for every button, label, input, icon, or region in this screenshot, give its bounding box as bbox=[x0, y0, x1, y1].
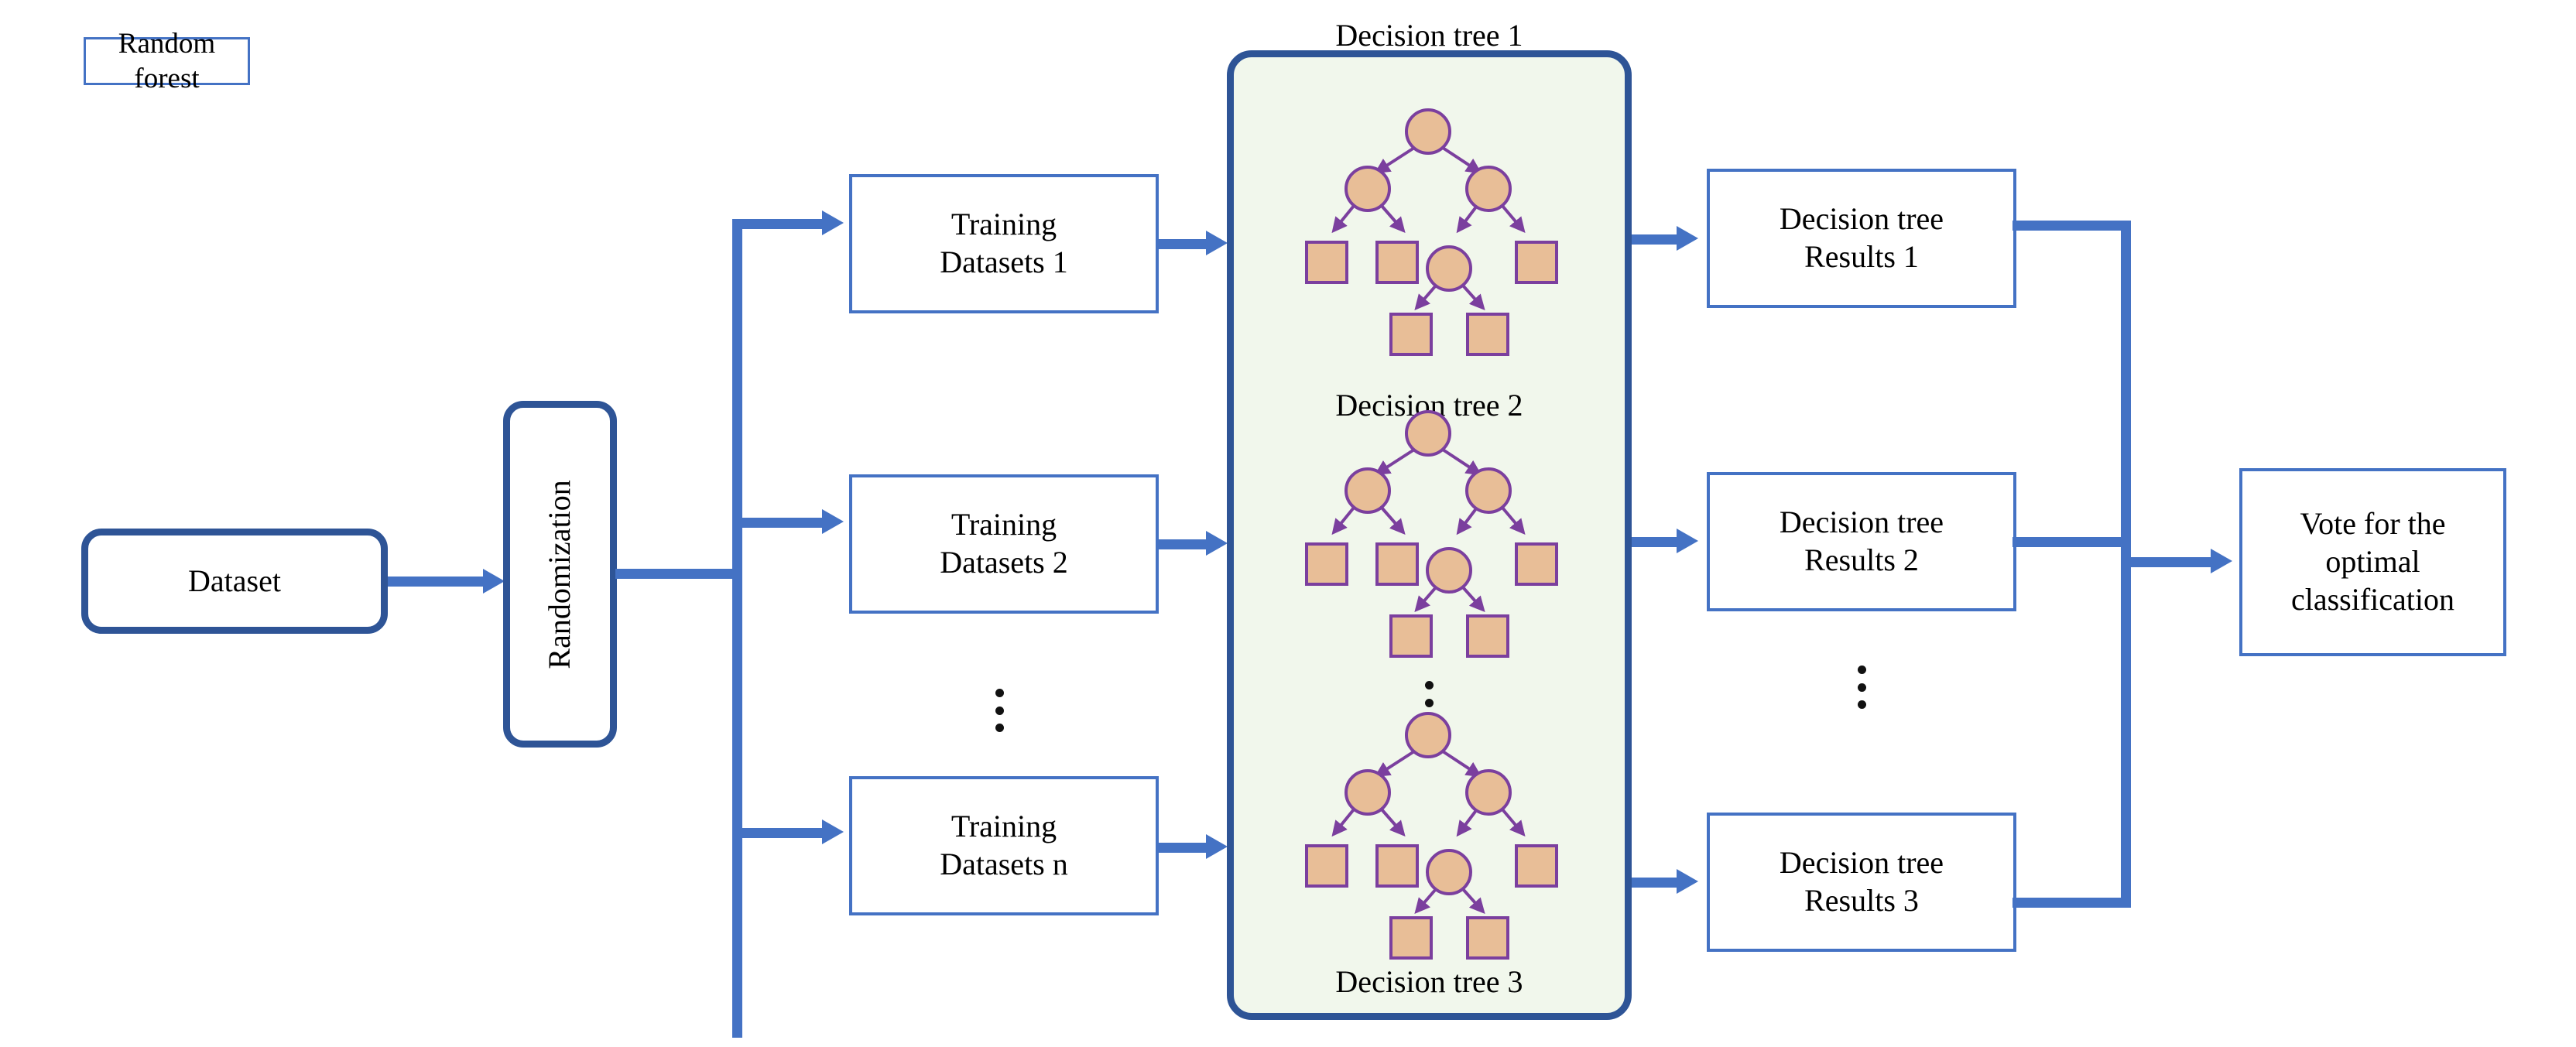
connector-bus-to-training-1 bbox=[732, 219, 827, 229]
arrowhead-dataset-to-randomization bbox=[483, 569, 505, 594]
arrowhead-tree-2-to-result-2 bbox=[1677, 529, 1698, 553]
connector-bus-to-training-3 bbox=[732, 828, 827, 838]
training-line2-2: Datasets 2 bbox=[940, 545, 1068, 580]
connector-training-1-to-tree-1 bbox=[1159, 239, 1213, 249]
decision-tree-results-label-2: Decision tree Results 2 bbox=[1780, 504, 1944, 580]
decision-tree-results-label-1: Decision tree Results 1 bbox=[1780, 200, 1944, 276]
decision-tree-title-3: Decision tree 3 bbox=[1335, 964, 1523, 999]
random-forest-title-text: Random forest bbox=[118, 27, 216, 94]
training-line1-1: Training bbox=[951, 207, 1057, 242]
dataset-label: Dataset bbox=[188, 563, 281, 598]
decision-tree-results-box-1[interactable]: Decision tree Results 1 bbox=[1707, 169, 2016, 308]
connector-tree-3-to-result-3 bbox=[1632, 878, 1683, 888]
decision-tree-panel-ellipsis bbox=[1425, 681, 1434, 724]
arrowhead-bus-to-training-3 bbox=[822, 819, 844, 844]
randomization-box[interactable]: Randomization bbox=[503, 401, 617, 748]
arrowhead-training-2-to-tree-2 bbox=[1206, 531, 1228, 556]
vote-line-1: Vote for the bbox=[2300, 506, 2446, 542]
training-datasets-label-3: Training Datasets n bbox=[940, 808, 1068, 884]
decision-tree-results-ellipsis bbox=[1858, 665, 1866, 709]
vote-label: Vote for the optimal classification bbox=[2291, 505, 2454, 618]
connector-result-1-to-bus bbox=[2012, 221, 2130, 231]
arrowhead-bus-to-training-1 bbox=[822, 210, 844, 235]
connector-bus-to-training-2 bbox=[732, 518, 827, 528]
arrowhead-tree-1-to-result-1 bbox=[1677, 226, 1698, 251]
random-forest-title-label: Random forest bbox=[84, 28, 250, 94]
training-datasets-ellipsis bbox=[995, 689, 1004, 732]
training-datasets-box-3[interactable]: Training Datasets n bbox=[849, 776, 1159, 915]
connector-training-3-to-tree-3 bbox=[1159, 843, 1213, 853]
result-line2-3: Results 3 bbox=[1804, 883, 1919, 918]
vote-line-2: optimal bbox=[2325, 544, 2420, 580]
training-line1-2: Training bbox=[951, 507, 1057, 542]
vote-line-3: classification bbox=[2290, 581, 2455, 617]
decision-tree-title-2: Decision tree 2 bbox=[1335, 388, 1523, 423]
left-distribution-bus bbox=[732, 219, 742, 1038]
arrowhead-bus-to-training-2 bbox=[822, 509, 844, 534]
result-line2-1: Results 1 bbox=[1804, 239, 1919, 274]
connector-training-2-to-tree-2 bbox=[1159, 539, 1213, 549]
result-line1-1: Decision tree bbox=[1779, 201, 1944, 237]
arrowhead-tree-3-to-result-3 bbox=[1677, 869, 1698, 894]
decision-tree-results-label-3: Decision tree Results 3 bbox=[1780, 844, 1944, 920]
connector-tree-2-to-result-2 bbox=[1632, 537, 1683, 547]
connector-result-2-to-bus bbox=[2012, 537, 2130, 547]
result-line1-2: Decision tree bbox=[1779, 505, 1944, 540]
result-line2-2: Results 2 bbox=[1804, 542, 1919, 577]
connector-dataset-to-randomization bbox=[388, 577, 487, 587]
arrowhead-bus-to-vote bbox=[2211, 549, 2232, 573]
training-line2-3: Datasets n bbox=[940, 847, 1068, 881]
randomization-label: Randomization bbox=[542, 479, 577, 669]
training-line1-3: Training bbox=[951, 809, 1057, 844]
connector-bus-to-vote bbox=[2121, 557, 2214, 567]
decision-tree-results-box-2[interactable]: Decision tree Results 2 bbox=[1707, 472, 2016, 611]
arrowhead-training-1-to-tree-1 bbox=[1206, 231, 1228, 255]
decision-tree-panel bbox=[1227, 50, 1632, 1020]
training-datasets-label-2: Training Datasets 2 bbox=[940, 506, 1068, 582]
arrowhead-training-3-to-tree-3 bbox=[1206, 834, 1228, 859]
dataset-box[interactable]: Dataset bbox=[81, 529, 388, 634]
training-line2-1: Datasets 1 bbox=[940, 245, 1068, 279]
vote-for-optimal-classification-box[interactable]: Vote for the optimal classification bbox=[2239, 468, 2506, 656]
decision-tree-title-1: Decision tree 1 bbox=[1335, 18, 1523, 53]
training-datasets-box-1[interactable]: Training Datasets 1 bbox=[849, 174, 1159, 313]
connector-randomization-to-bus bbox=[615, 569, 741, 579]
decision-tree-results-box-3[interactable]: Decision tree Results 3 bbox=[1707, 813, 2016, 952]
connector-result-3-to-bus bbox=[2012, 898, 2130, 908]
connector-tree-1-to-result-1 bbox=[1632, 234, 1683, 245]
training-datasets-label-1: Training Datasets 1 bbox=[940, 206, 1068, 282]
result-line1-3: Decision tree bbox=[1779, 845, 1944, 881]
training-datasets-box-2[interactable]: Training Datasets 2 bbox=[849, 474, 1159, 614]
